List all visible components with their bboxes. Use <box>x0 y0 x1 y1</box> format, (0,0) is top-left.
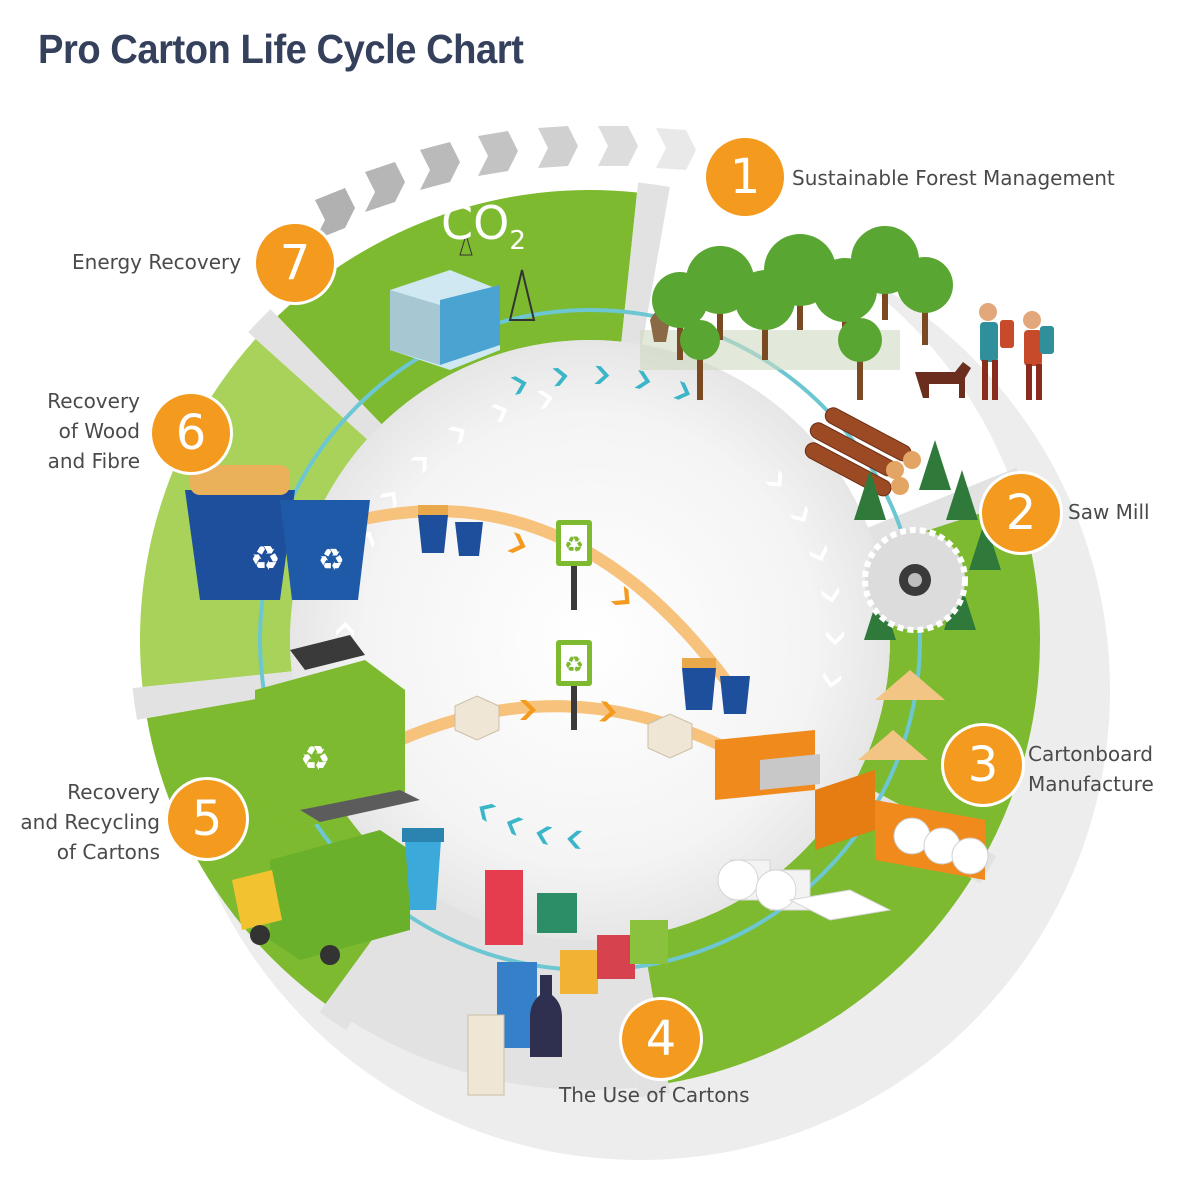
flow-chevron <box>610 585 630 606</box>
flow-chevron <box>410 456 427 474</box>
recycling-bin-icon <box>402 828 444 910</box>
power-plant-icon <box>390 233 536 370</box>
tree-icon <box>854 470 886 520</box>
flow-chevron <box>335 621 355 637</box>
stage-3-badge: 3 <box>944 726 1022 804</box>
ring-gap <box>248 309 382 440</box>
saw-blade-icon <box>862 527 968 633</box>
wood-chip-piles <box>858 670 945 760</box>
flow-chevron <box>673 380 691 400</box>
tree-trunk <box>922 285 928 345</box>
small-recycling-bins <box>418 505 750 714</box>
flow-chevron <box>507 532 526 554</box>
flow-chevron <box>823 672 842 688</box>
flow-chevron <box>536 826 553 845</box>
tree-icon <box>838 318 882 362</box>
stage-4-badge: 4 <box>622 1000 700 1078</box>
saw-mill-trees <box>854 440 1001 640</box>
stage-2-label: Saw Mill <box>1068 500 1150 524</box>
recycle-sign-upper: ♻ <box>556 520 592 610</box>
stage-4-label: The Use of Cartons <box>559 1083 750 1107</box>
stage-2-badge: 2 <box>982 474 1060 552</box>
ring-gap <box>868 467 1028 548</box>
log-pile-icon <box>804 407 921 497</box>
recycle-icon: ♻ <box>300 739 330 779</box>
stage-1-label: Sustainable Forest Management <box>792 166 1115 190</box>
stage-1-badge: 1 <box>706 138 784 216</box>
flow-chevron <box>490 404 508 423</box>
ring-segment <box>642 798 972 1084</box>
ring-gap <box>132 671 295 720</box>
tree-icon <box>946 470 978 520</box>
page-title: Pro Carton Life Cycle Chart <box>38 26 524 72</box>
recycle-icon: ♻ <box>250 539 280 579</box>
flow-chevron <box>479 803 497 823</box>
garbage-truck-icon <box>232 830 410 965</box>
flow-chevron <box>506 817 524 836</box>
carton-box-icon <box>467 870 668 1096</box>
flow-chevron <box>826 631 844 646</box>
flow-chevron <box>594 365 610 385</box>
hiker-icon <box>1023 311 1041 329</box>
tree-trunk <box>697 340 703 400</box>
tree-icon <box>969 520 1001 570</box>
flow-chevron <box>379 491 397 509</box>
flow-chevron <box>808 544 828 562</box>
fibre-flow-chevrons <box>479 365 691 849</box>
tree-trunk <box>677 300 683 360</box>
stage-6-badge: 6 <box>152 394 230 472</box>
tree-icon <box>919 440 951 490</box>
flow-chevron <box>599 701 616 722</box>
flow-chevron <box>820 587 840 603</box>
co2-label: CO2 <box>441 196 526 257</box>
paper-roll-icon <box>717 859 892 921</box>
flow-chevron <box>510 376 527 396</box>
flow-chevron <box>634 370 651 389</box>
hiker-icon <box>979 303 997 321</box>
dog-icon <box>915 362 971 398</box>
flow-chevron <box>567 830 583 849</box>
stage-7-label: Energy Recovery <box>72 250 242 274</box>
recycle-icon: ♻ <box>564 533 584 558</box>
recycle-icon: ♻ <box>318 543 345 578</box>
factory-icon <box>715 730 989 880</box>
hikers <box>915 303 1054 400</box>
stage-7-badge: 7 <box>256 224 334 302</box>
flow-chevron <box>520 700 536 720</box>
stage-5-badge: 5 <box>168 780 246 858</box>
flow-chevron <box>789 505 809 523</box>
large-recycling-bins: ♻ ♻ <box>185 465 370 600</box>
ring-segment <box>351 894 638 1090</box>
tree-icon <box>897 257 953 313</box>
co2-return-chevrons <box>315 126 696 240</box>
small-carton-boxes <box>454 695 693 759</box>
recycle-icon: ♻ <box>564 653 584 678</box>
tree-trunk <box>857 340 863 400</box>
inner-flow-chevrons <box>507 532 630 722</box>
recycle-sign-lower: ♻ <box>556 640 592 730</box>
recycling-machine: ♻ <box>255 635 420 830</box>
flow-chevron <box>447 426 465 445</box>
flow-chevron <box>552 367 568 387</box>
flow-chevron <box>765 469 783 487</box>
ring-gap <box>621 182 670 345</box>
flow-chevron <box>537 390 553 410</box>
tree-icon <box>680 320 720 360</box>
forest-illustration <box>640 226 953 400</box>
